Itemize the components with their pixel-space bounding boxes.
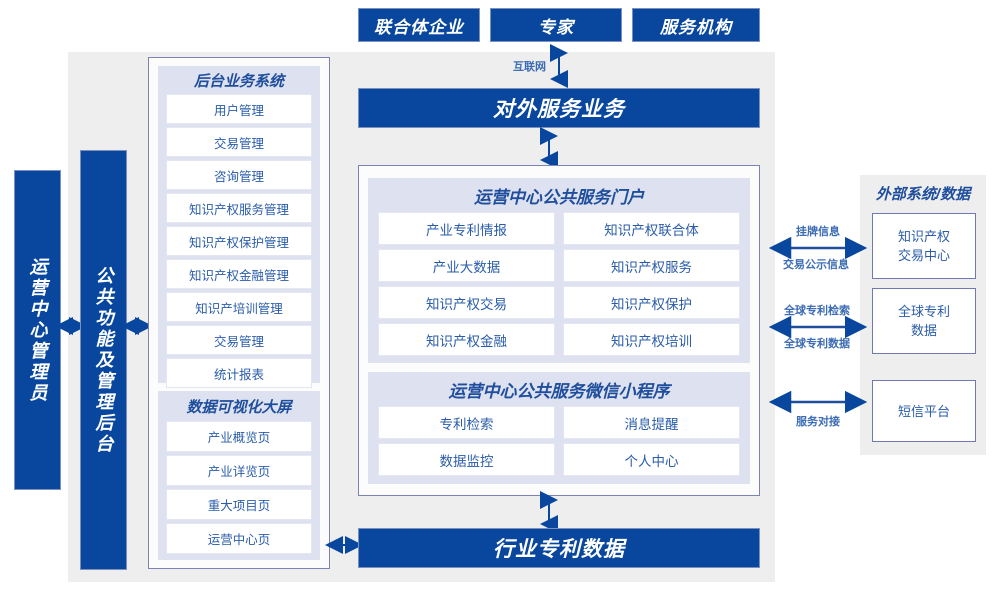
- internet-label: 互联网: [513, 61, 546, 73]
- data-visualization-items: 产业概览页 产业详览页 重大项目页 运营中心页: [158, 421, 320, 554]
- backend-system-title: 后台业务系统: [193, 72, 284, 90]
- backend-item[interactable]: 交易管理: [166, 127, 312, 157]
- center-card-to-bottom-arrow-icon: [538, 491, 560, 533]
- portal-item[interactable]: 知识产权金融: [378, 323, 555, 356]
- portal-item[interactable]: 知识产权交易: [378, 286, 555, 319]
- backend-item[interactable]: 知识产权保护管理: [166, 226, 312, 256]
- portal-item[interactable]: 知识产权保护: [563, 286, 740, 319]
- backend-system-group: 后台业务系统 用户管理 交易管理 咨询管理 知识产权服务管理 知识产权保护管理 …: [158, 66, 320, 388]
- portal-item[interactable]: 产业大数据: [378, 249, 555, 282]
- miniprogram-item[interactable]: 专利检索: [378, 406, 555, 439]
- portal-item[interactable]: 知识产权服务: [563, 249, 740, 282]
- backend-item[interactable]: 统计报表: [166, 358, 312, 388]
- external-box-global-patent-data[interactable]: 全球专利 数据: [872, 288, 976, 354]
- actor-box-consortium[interactable]: 联合体企业: [358, 8, 480, 42]
- internet-arrow-icon: [548, 44, 570, 88]
- external-box-line1: 知识产权: [897, 229, 950, 244]
- external-arrow-label-below-3: 服务对接: [796, 416, 840, 428]
- external-box-ip-trading-center[interactable]: 知识产权 交易中心: [872, 213, 976, 279]
- external-box-line1: 短信平台: [897, 403, 950, 419]
- backend-system-items: 用户管理 交易管理 咨询管理 知识产权服务管理 知识产权保护管理 知识产权金融管…: [158, 94, 320, 388]
- dataviz-item[interactable]: 运营中心页: [166, 523, 312, 554]
- portal-item[interactable]: 产业专利情报: [378, 212, 555, 245]
- backend-item[interactable]: 咨询管理: [166, 160, 312, 190]
- rail-operation-center-admin[interactable]: 运营中心管理员: [14, 170, 61, 490]
- external-arrow-label-below-2: 全球专利数据: [784, 338, 850, 350]
- rail-public-function-admin-backend[interactable]: 公共功能及管理后台: [80, 150, 127, 570]
- public-portal-group: 运营中心公共服务门户 产业专利情报 知识产权联合体 产业大数据 知识产权服务 知…: [368, 178, 750, 363]
- external-arrow-label-above-2: 全球专利检索: [784, 305, 850, 317]
- backend-item[interactable]: 知识产权服务管理: [166, 193, 312, 223]
- wechat-miniprogram-title: 运营中心公共服务微信小程序: [448, 381, 670, 401]
- actor-box-service-org[interactable]: 服务机构: [632, 8, 760, 42]
- backend-item[interactable]: 知识产权金融管理: [166, 259, 312, 289]
- external-arrow-2-icon: [768, 315, 868, 339]
- data-visualization-title: 数据可视化大屏: [186, 398, 292, 416]
- wechat-miniprogram-group: 运营中心公共服务微信小程序 专利检索 消息提醒 数据监控 个人中心: [368, 372, 750, 484]
- external-box-line1: 全球专利: [897, 304, 950, 319]
- external-box-sms-platform[interactable]: 短信平台: [872, 380, 976, 442]
- wechat-miniprogram-items: 专利检索 消息提醒 数据监控 个人中心: [368, 406, 750, 476]
- miniprogram-item[interactable]: 数据监控: [378, 443, 555, 476]
- external-box-line2: 数据: [910, 323, 937, 338]
- rail-arrow-1-icon: [55, 315, 87, 337]
- dataviz-item[interactable]: 重大项目页: [166, 489, 312, 520]
- external-arrow-1-icon: [768, 236, 868, 260]
- backend-item[interactable]: 知识产培训管理: [166, 292, 312, 322]
- dataviz-item[interactable]: 产业概览页: [166, 421, 312, 452]
- external-service-bar[interactable]: 对外服务业务: [358, 88, 760, 128]
- actor-box-expert[interactable]: 专家: [490, 8, 622, 42]
- rail-arrow-2-icon: [121, 315, 153, 337]
- industry-patent-data-bar[interactable]: 行业专利数据: [358, 528, 760, 568]
- service-to-portal-arrow-icon: [538, 127, 560, 169]
- portal-item[interactable]: 知识产权培训: [563, 323, 740, 356]
- public-portal-title: 运营中心公共服务门户: [474, 187, 644, 207]
- portal-item[interactable]: 知识产权联合体: [563, 212, 740, 245]
- public-portal-items: 产业专利情报 知识产权联合体 产业大数据 知识产权服务 知识产权交易 知识产权保…: [368, 212, 750, 356]
- external-arrow-3-icon: [768, 390, 868, 414]
- miniprogram-item[interactable]: 消息提醒: [563, 406, 740, 439]
- backend-item[interactable]: 交易管理: [166, 325, 312, 355]
- external-arrow-label-above-1: 挂牌信息: [796, 226, 840, 238]
- external-systems-title: 外部系统/数据: [875, 185, 971, 203]
- left-card-to-bottom-arrow-icon: [325, 534, 363, 556]
- miniprogram-item[interactable]: 个人中心: [563, 443, 740, 476]
- external-arrow-label-below-1: 交易公示信息: [783, 259, 849, 271]
- data-visualization-group: 数据可视化大屏 产业概览页 产业详览页 重大项目页 运营中心页: [158, 391, 320, 560]
- dataviz-item[interactable]: 产业详览页: [166, 455, 312, 486]
- external-box-line2: 交易中心: [897, 248, 950, 263]
- backend-item[interactable]: 用户管理: [166, 94, 312, 124]
